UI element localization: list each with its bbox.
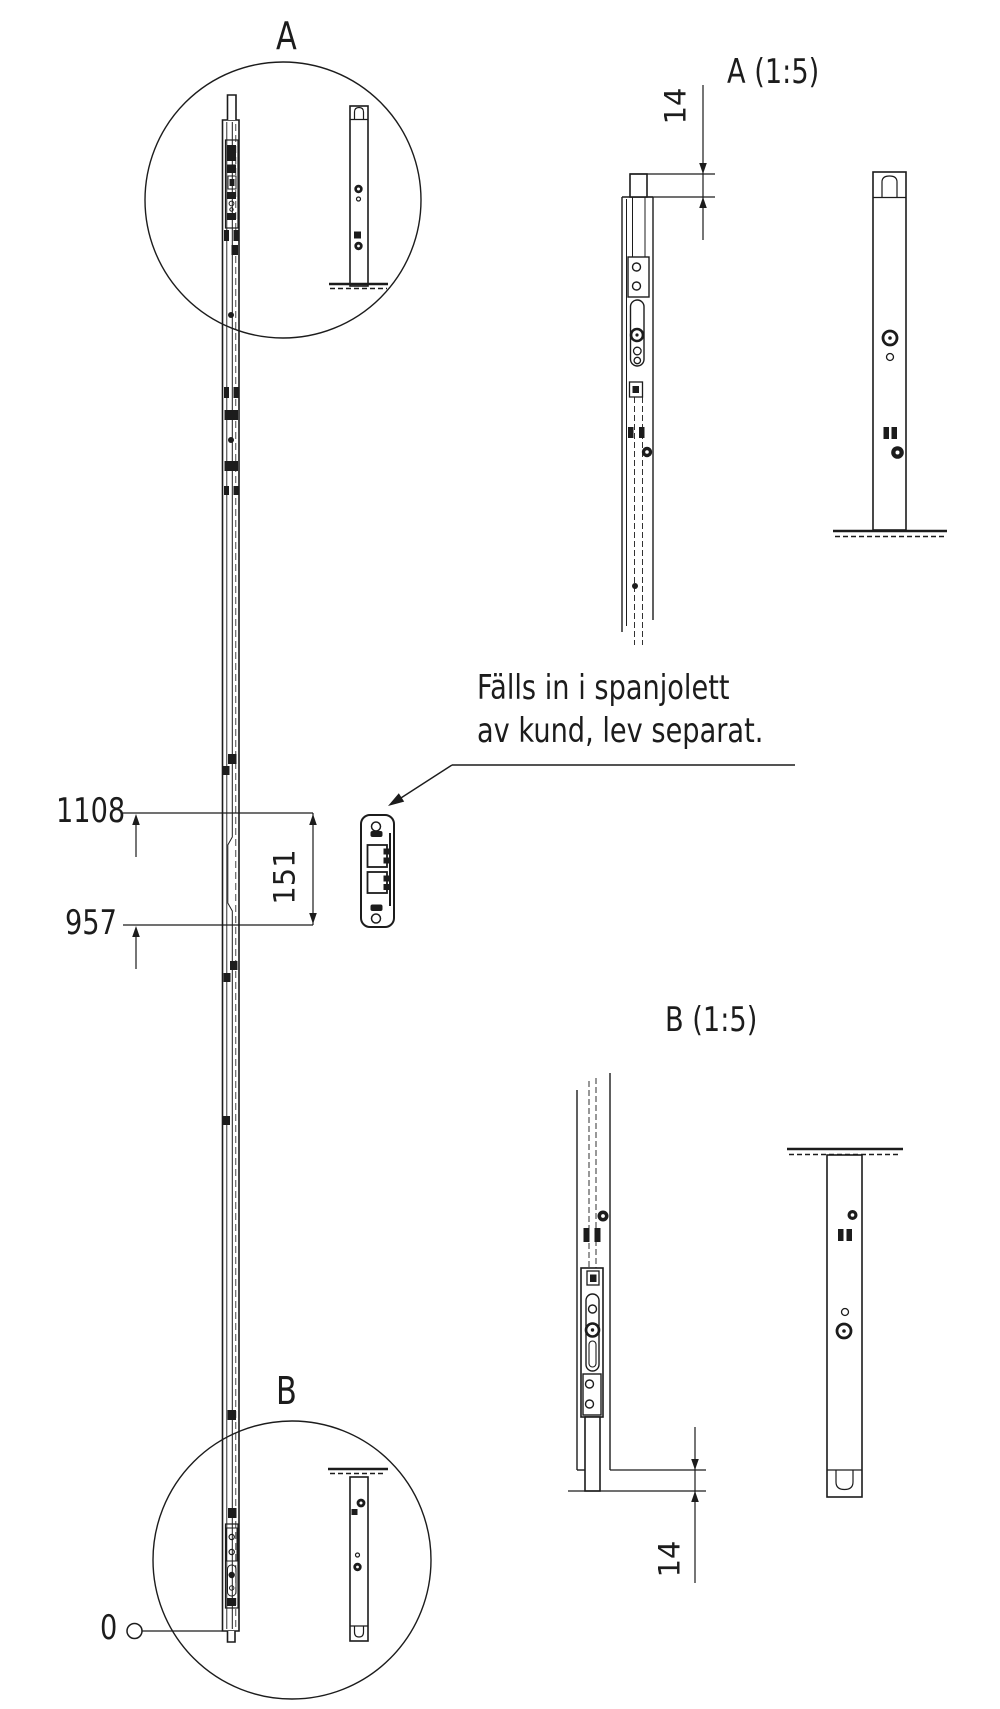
dim-14-bottom [568,1427,706,1583]
dim-0-label: 0 [100,1608,118,1648]
detail-b-marker-label: B [276,1369,297,1413]
arch-slot-bottom [353,1626,365,1638]
position-dimensions [123,812,317,1640]
detail-a-marker-label: A [276,14,297,58]
striker-plate [360,814,395,928]
dim-14-top-label: 14 [659,87,693,125]
arch-slot-top [353,106,365,120]
rod-body [221,119,240,1632]
dim-14-bottom-label: 14 [653,1540,687,1578]
rod-inner-jog [227,122,233,1629]
note-line-2: av kund, lev separat. [477,711,764,751]
main-front-view [221,94,240,1643]
circle-b-side-view [328,1467,388,1642]
pin-cap [629,173,648,198]
detail-b-view [568,1073,903,1583]
datum-point [126,1622,143,1640]
pin-bottom [584,1416,601,1492]
dim-957-label: 957 [65,903,117,943]
cutout-lower [366,871,388,894]
cutout-upper [366,844,388,868]
rod-top-mechanism [224,139,239,229]
arch-slot-bottom [835,1470,854,1491]
screw-hole-bottom [370,913,382,924]
dim-14-top [630,85,715,240]
dim-151-label: 151 [268,849,302,905]
rod-bottom-mechanism [224,1523,239,1609]
circle-a-side-view [329,105,388,290]
callout-circle-b [152,1420,432,1700]
note-leader [388,764,795,806]
note-line-1: Fälls in i spanjolett [477,668,730,708]
detail-a-title: A (1:5) [727,52,820,92]
detail-b-title: B (1:5) [665,1000,758,1040]
rod-fittings [222,230,239,1518]
arch-slot-top [881,175,898,198]
dim-1108-label: 1108 [56,791,126,831]
detail-a-view [621,85,947,645]
leader-arrowhead [388,793,405,806]
rod-top-pin [226,94,237,120]
callout-circle-a [144,61,422,339]
rod-bottom-pin [226,1631,236,1643]
